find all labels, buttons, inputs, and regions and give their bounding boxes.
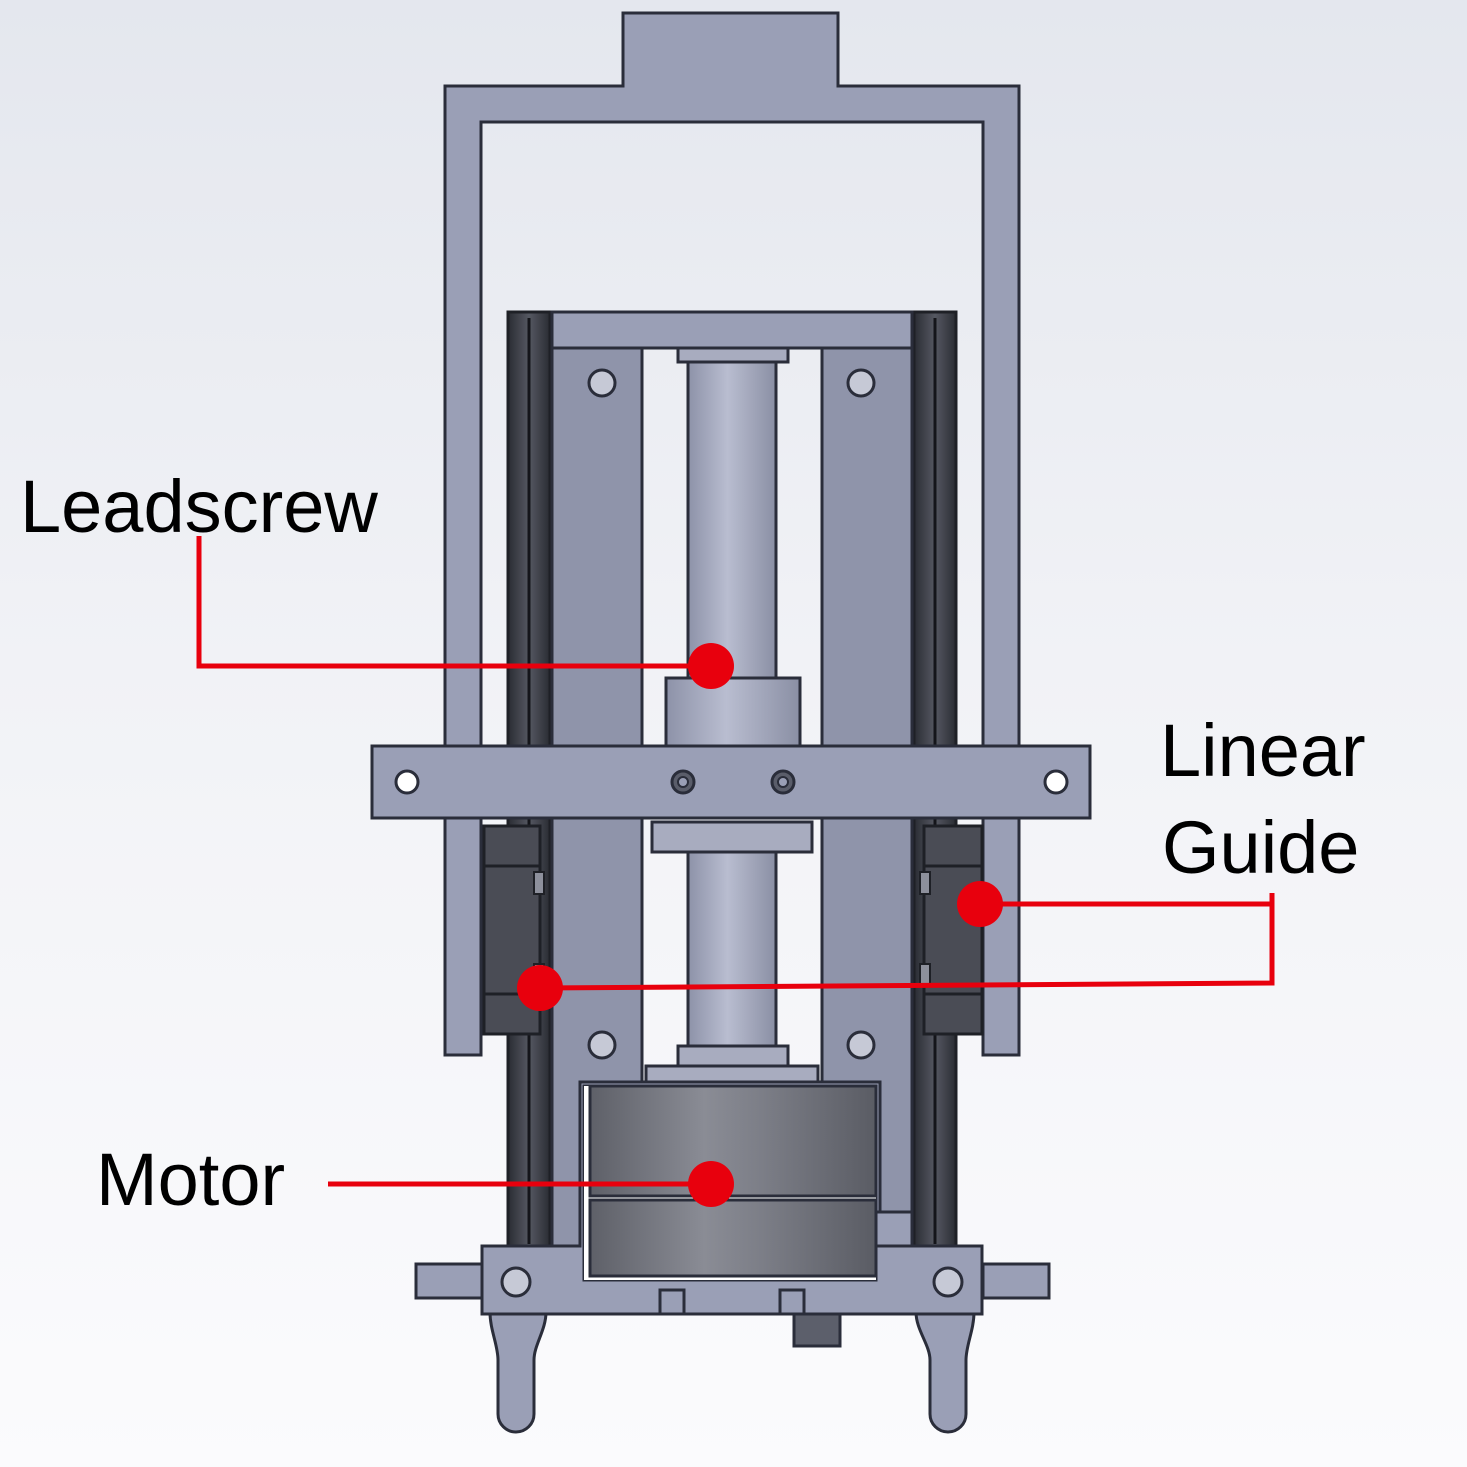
linear-guide-right-dot [957,881,1003,927]
right-carriage [922,824,984,1036]
left-leg [488,1310,548,1434]
crossbar [370,744,1092,820]
leadscrew-callout-dot [688,643,734,689]
leadscrew-callout-line [196,536,711,669]
leadscrew-shaft-upper [686,360,778,680]
right-leg [914,1310,976,1434]
callout-dots [517,643,1003,1207]
leadscrew-shaft-lower [686,850,778,1048]
guide-carriages [482,824,984,1036]
motor-callout-dot [688,1161,734,1207]
motor [588,1084,914,1278]
outer-frame [443,11,1021,1057]
motor-lower [588,1198,878,1278]
leadscrew-nut [664,676,802,750]
leadscrew-assembly [644,346,820,1084]
linear-guide-left-dot [517,965,563,1011]
linear-guide-label-line2: Guide [1162,806,1359,889]
motor-label: Motor [96,1138,285,1221]
linear-guide-callout-line-2 [539,893,1275,991]
leadscrew-label: Leadscrew [20,465,378,548]
linear-guide-label-line1: Linear [1160,709,1366,792]
callouts [196,536,1275,1187]
